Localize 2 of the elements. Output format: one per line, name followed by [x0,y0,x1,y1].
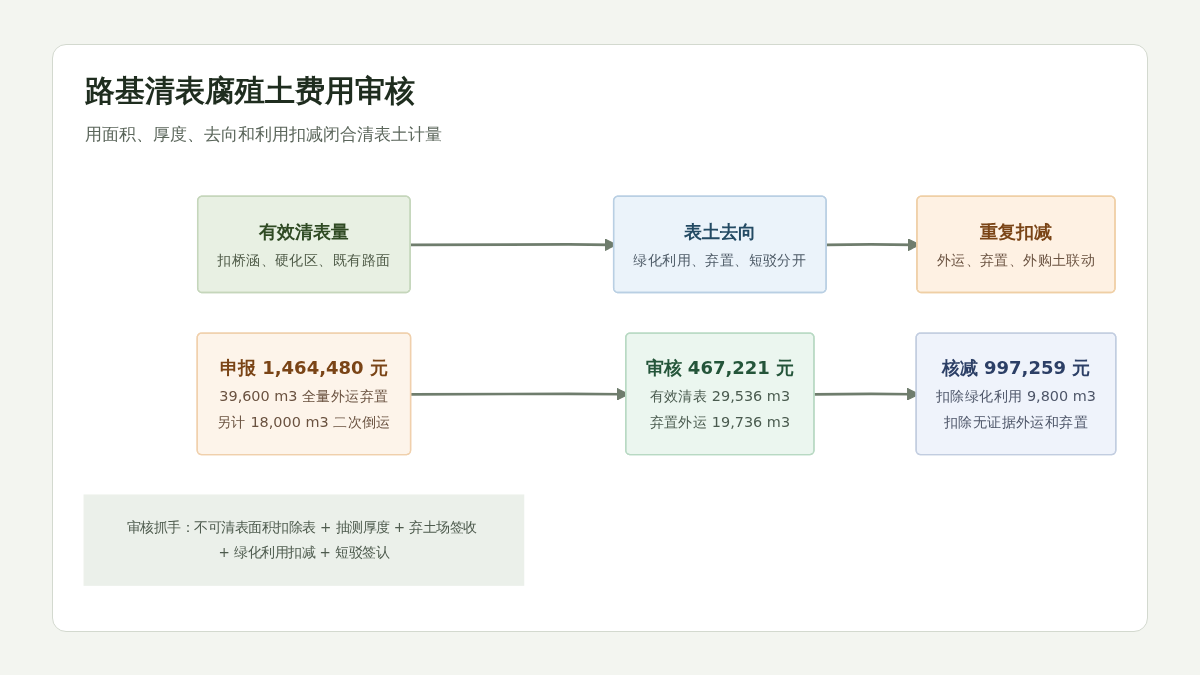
title: 路基清表腐殖土费用审核 [85,72,415,110]
subtitle: 用面积、厚度、去向和利用扣减闭合清表土计量 [85,123,442,146]
